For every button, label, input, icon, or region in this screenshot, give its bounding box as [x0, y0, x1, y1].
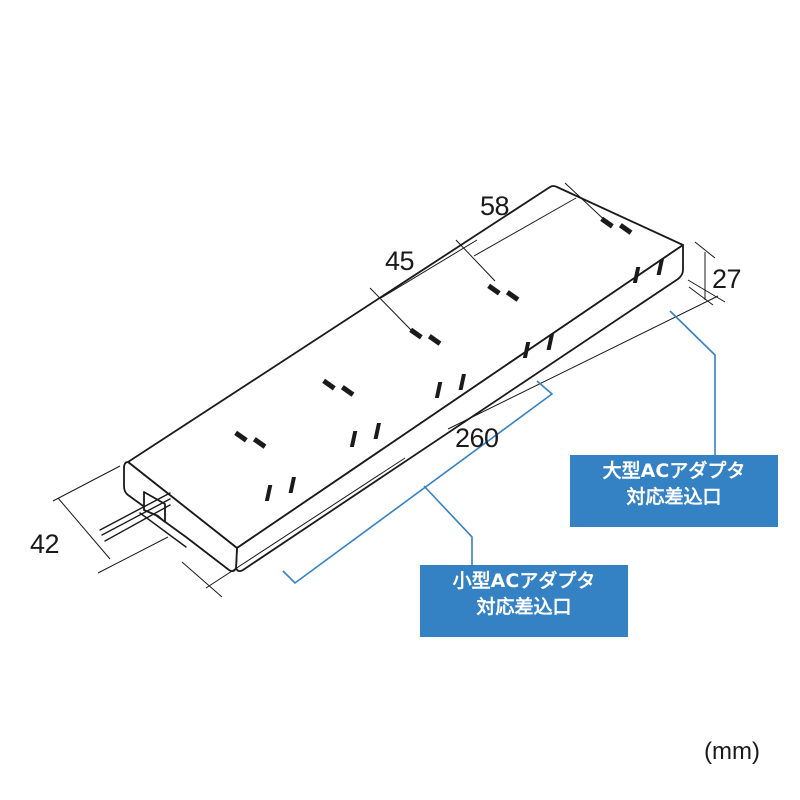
large-adapter-leader	[669, 310, 716, 456]
large-adapter-line1: 大型ACアダプタ	[602, 460, 746, 482]
side-outlet-4	[522, 334, 554, 358]
top-outlet-4	[487, 283, 520, 302]
side-outlet-1	[264, 477, 296, 501]
top-outlet-3	[409, 327, 442, 346]
dim-45-label: 45	[385, 246, 415, 276]
unit-label: (mm)	[704, 738, 760, 765]
top-outlet-1	[234, 430, 267, 449]
strip-front-face	[235, 244, 684, 573]
dim-27-label: 27	[712, 264, 742, 294]
dim-260-line	[205, 295, 719, 589]
side-outlets	[264, 259, 664, 501]
side-outlet-5	[632, 259, 664, 283]
small-adapter-line2: 対応差込口	[476, 596, 572, 618]
callout-leaders	[282, 310, 716, 585]
dim-260-label: 260	[455, 423, 499, 453]
dimension-lines	[52, 182, 726, 598]
cable	[99, 492, 171, 542]
strip-end-face	[123, 461, 238, 573]
dim-42-line	[52, 465, 121, 560]
small-adapter-callout: 小型ACアダプタ 対応差込口	[420, 565, 628, 637]
top-outlet-2	[322, 378, 355, 397]
small-adapter-line1: 小型ACアダプタ	[452, 570, 596, 592]
top-outlets	[234, 216, 633, 449]
side-outlet-3	[434, 374, 466, 398]
large-adapter-callout: 大型ACアダプタ 対応差込口	[570, 455, 778, 527]
dim-42-label: 42	[30, 529, 60, 559]
small-adapter-leader	[423, 485, 473, 565]
large-adapter-line2: 対応差込口	[626, 486, 722, 508]
strip-top-face	[127, 185, 684, 549]
dim-45-line	[380, 239, 478, 299]
dim-58-line	[473, 197, 577, 257]
dim-58-label: 58	[480, 191, 510, 221]
side-outlet-2	[349, 423, 381, 447]
small-adapter-bracket	[282, 380, 554, 585]
